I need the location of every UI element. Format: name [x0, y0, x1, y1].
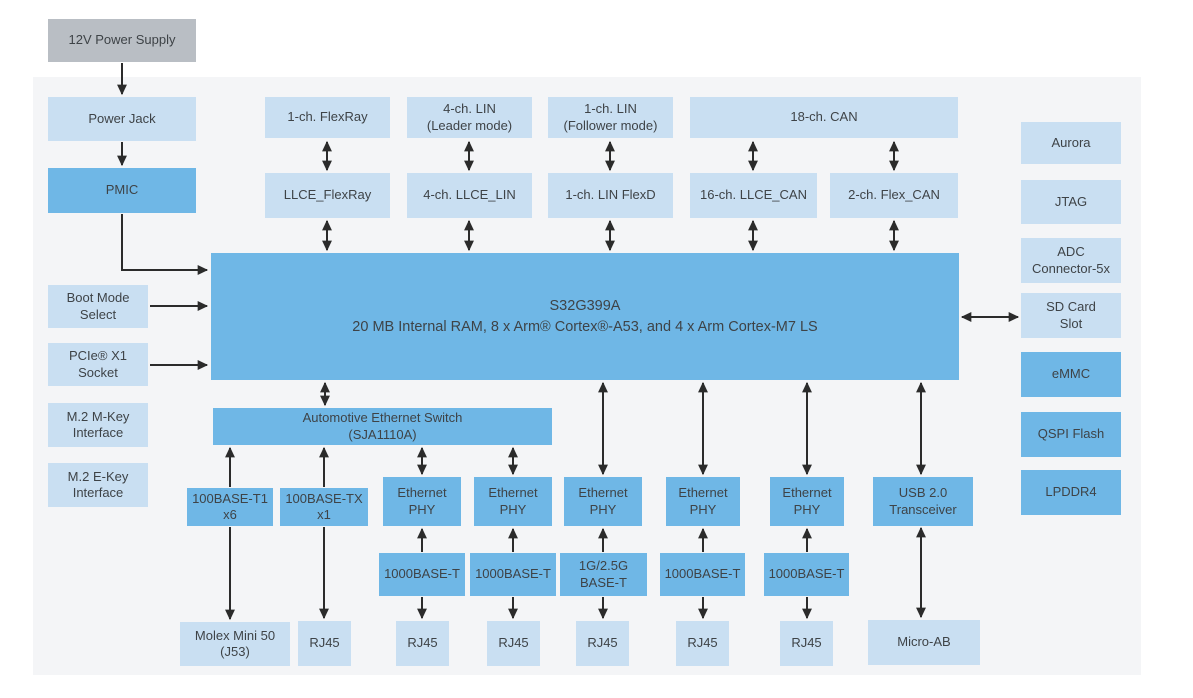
block-jtag: JTAG	[1021, 180, 1121, 224]
block-can-18ch: 18-ch. CAN	[690, 97, 958, 138]
block-sd-card-slot: SD Card Slot	[1021, 293, 1121, 338]
block-1000base-t-4: 1000BASE-T	[764, 553, 849, 596]
block-ethernet-phy-1: Ethernet PHY	[383, 477, 461, 526]
block-pmic: PMIC	[48, 168, 196, 213]
block-ethernet-phy-4: Ethernet PHY	[666, 477, 740, 526]
block-1000base-t-3: 1000BASE-T	[660, 553, 745, 596]
block-usb-transceiver: USB 2.0 Transceiver	[873, 477, 973, 526]
block-rj45-5: RJ45	[676, 621, 729, 666]
block-rj45-2: RJ45	[396, 621, 449, 666]
block-ethernet-phy-3: Ethernet PHY	[564, 477, 642, 526]
block-m2-m-key-interface: M.2 M-Key Interface	[48, 403, 148, 447]
block-emmc: eMMC	[1021, 352, 1121, 397]
block-rj45-6: RJ45	[780, 621, 833, 666]
block-rj45-1: RJ45	[298, 621, 351, 666]
block-molex-mini50: Molex Mini 50 (J53)	[180, 622, 290, 666]
block-ethernet-phy-5: Ethernet PHY	[770, 477, 844, 526]
block-s32g399a-soc: S32G399A 20 MB Internal RAM, 8 x Arm® Co…	[211, 253, 959, 380]
block-12v-power-supply: 12V Power Supply	[48, 19, 196, 62]
block-llce-lin-4ch: 4-ch. LLCE_LIN	[407, 173, 532, 218]
block-100base-tx: 100BASE-TX x1	[280, 488, 368, 526]
block-lin-leader-4ch: 4-ch. LIN (Leader mode)	[407, 97, 532, 138]
block-flexray-1ch: 1-ch. FlexRay	[265, 97, 390, 138]
block-aurora: Aurora	[1021, 122, 1121, 164]
block-ethernet-switch: Automotive Ethernet Switch (SJA1110A)	[213, 408, 552, 445]
block-flex-can-2ch: 2-ch. Flex_CAN	[830, 173, 958, 218]
block-m2-e-key-interface: M.2 E-Key Interface	[48, 463, 148, 507]
block-lin-follower-1ch: 1-ch. LIN (Follower mode)	[548, 97, 673, 138]
block-100base-t1: 100BASE-T1 x6	[187, 488, 273, 526]
block-ethernet-phy-2: Ethernet PHY	[474, 477, 552, 526]
block-lin-flexd-1ch: 1-ch. LIN FlexD	[548, 173, 673, 218]
block-boot-mode-select: Boot Mode Select	[48, 285, 148, 328]
block-1000base-t-2: 1000BASE-T	[470, 553, 556, 596]
block-pcie-x1-socket: PCIe® X1 Socket	[48, 343, 148, 386]
block-power-jack: Power Jack	[48, 97, 196, 141]
block-lpddr4: LPDDR4	[1021, 470, 1121, 515]
block-qspi-flash: QSPI Flash	[1021, 412, 1121, 457]
block-adc-connector: ADC Connector-5x	[1021, 238, 1121, 283]
block-llce-can-16ch: 16-ch. LLCE_CAN	[690, 173, 817, 218]
block-rj45-3: RJ45	[487, 621, 540, 666]
block-micro-ab: Micro-AB	[868, 620, 980, 665]
soc-description: 20 MB Internal RAM, 8 x Arm® Cortex®-A53…	[352, 318, 818, 335]
block-llce-flexray: LLCE_FlexRay	[265, 173, 390, 218]
block-1g-2-5g-base-t: 1G/2.5G BASE-T	[560, 553, 647, 596]
soc-name: S32G399A	[549, 298, 621, 315]
block-1000base-t-1: 1000BASE-T	[379, 553, 465, 596]
block-rj45-4: RJ45	[576, 621, 629, 666]
